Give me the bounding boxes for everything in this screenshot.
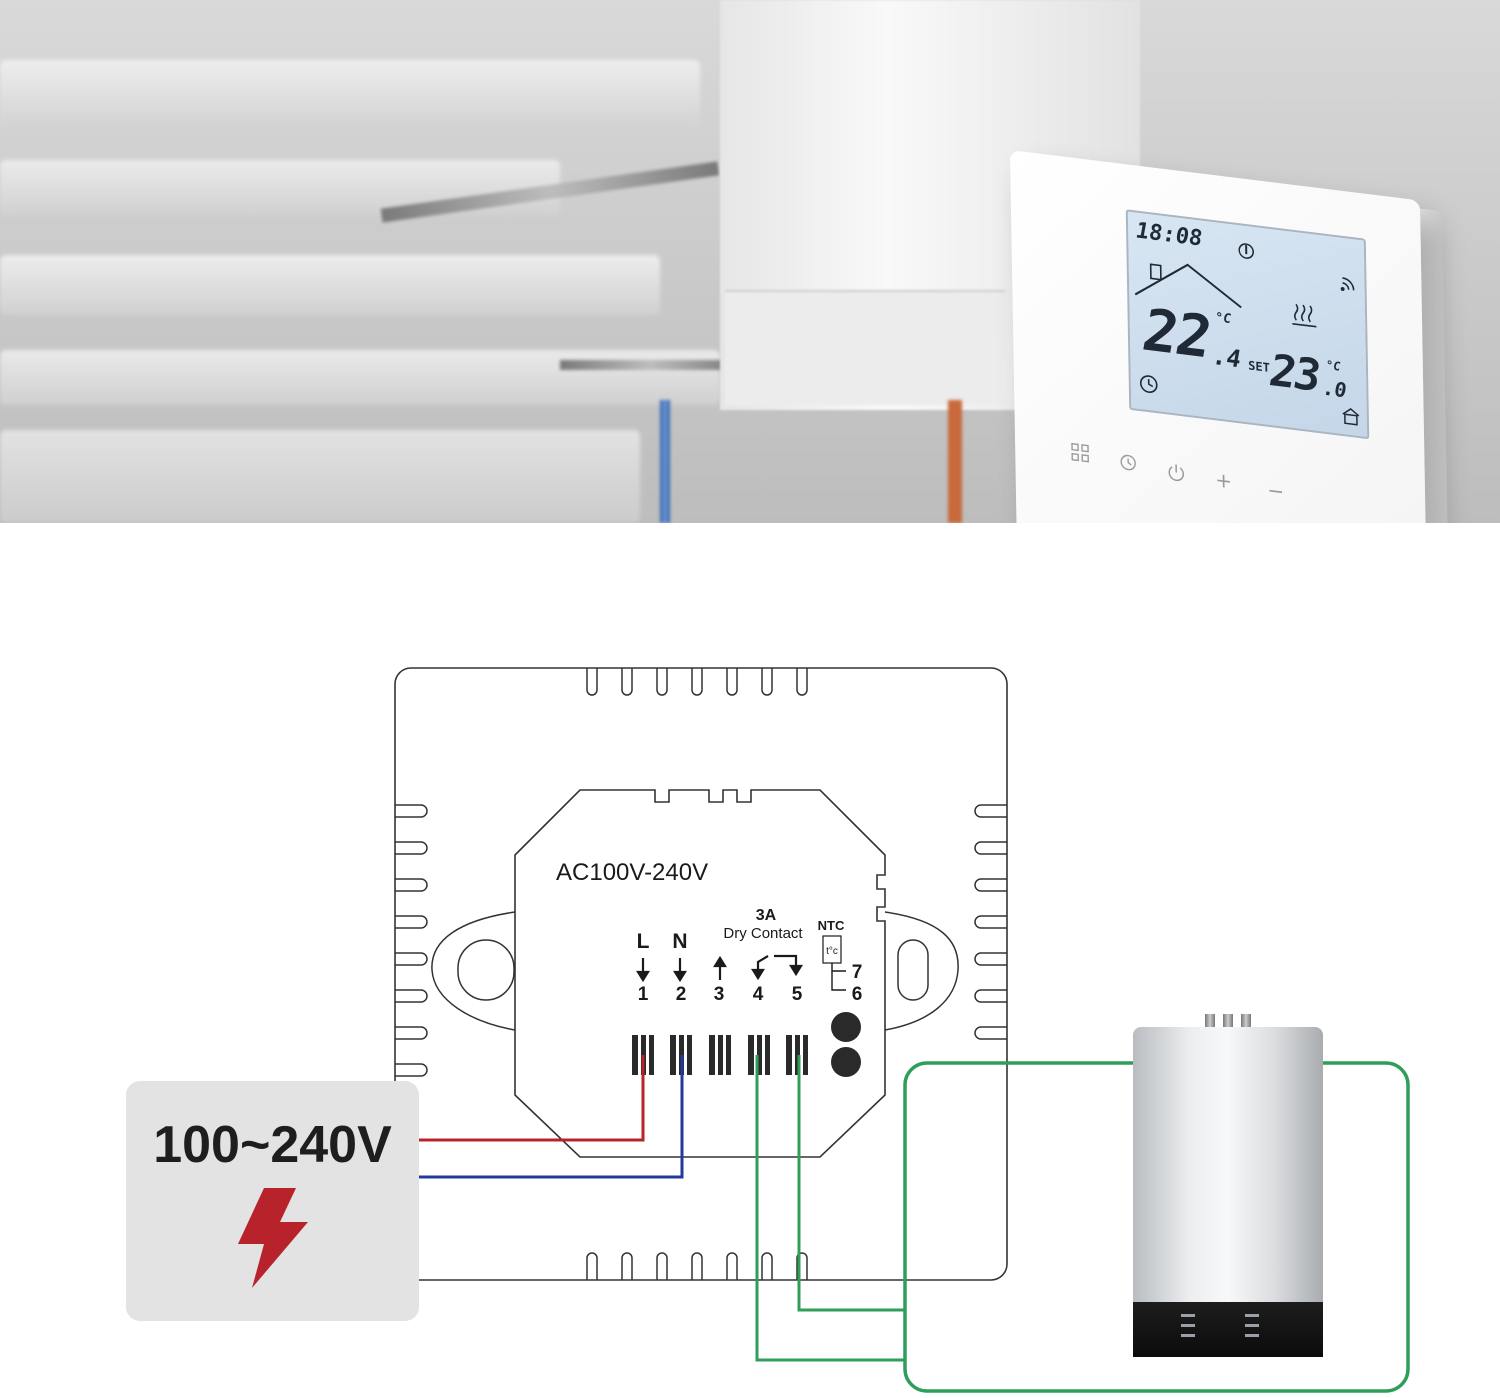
bottom-vent-slots [586,1252,808,1280]
live-wire [419,1055,645,1142]
power-voltage-label: 100~240V [153,1116,392,1174]
room-temperature: 22 [1143,295,1211,372]
mounting-ears [431,911,959,1031]
terminal-number-2: 2 [676,984,687,1005]
boiler-control-base [1133,1302,1323,1357]
boiler-control-panel [725,290,1005,405]
shelf [0,430,640,523]
boiler-pipe [1223,1014,1233,1030]
terminal-numbers: 1 2 3 4 5 7 6 [638,962,863,1005]
minus-button[interactable]: − [1267,477,1285,504]
boiler-room-photo: 18:08 [0,0,1500,523]
terminal-number-7: 7 [852,962,863,983]
set-temperature-unit: °C [1325,357,1341,374]
ntc-label: NTC [818,918,845,933]
ntc-sensor-text: t°c [826,946,838,957]
clock-icon[interactable] [1119,452,1137,472]
boiler-pipe [1241,1014,1251,1030]
blue-pipe [660,400,670,523]
room-temperature-decimal: .4 [1211,341,1242,374]
clock-readout: 18:08 [1135,218,1203,252]
schedule-clock-icon [1139,375,1158,393]
terminal-number-6: 6 [852,984,863,1005]
copper-pipe [948,400,962,523]
gas-boiler [1133,1014,1323,1357]
neutral-wire [419,1055,684,1179]
set-temperature-decimal: .0 [1322,375,1347,403]
room-temperature-unit: °C [1215,310,1232,328]
right-vent-slots [974,804,1007,1040]
terminal-number-3: 3 [714,984,725,1005]
ntc-sensor-symbol [822,935,842,964]
thermostat-device: 18:08 [1010,150,1449,523]
terminal-number-1: 1 [638,984,649,1005]
back-plate-outline [394,667,1008,1281]
lightning-bolt-icon [238,1188,308,1288]
heating-icon [1292,303,1317,328]
boiler-casing [1133,1027,1323,1302]
boiler-pipe [1205,1014,1215,1030]
terminal-letter-n: N [672,930,687,953]
pipe [560,360,740,370]
supply-rating-label: AC100V-240V [556,859,708,886]
thermometer-icon [1238,243,1254,259]
shelf [0,60,700,130]
top-vent-slots [586,668,808,696]
relay-type-label: Dry Contact [723,925,803,942]
boiler-wire-4 [755,1055,905,1362]
terminal-arrows [636,954,846,991]
plus-button[interactable]: + [1215,467,1233,494]
lcd-display: 18:08 [1125,209,1370,440]
wifi-icon [1340,277,1355,291]
terminal-letter-l: L [637,930,650,953]
power-icon[interactable] [1167,462,1185,482]
shelf [0,350,720,405]
thermostat-face: 18:08 [1010,150,1427,523]
terminal-number-4: 4 [753,984,764,1005]
relay-module [514,789,886,1158]
menu-grid-icon[interactable] [1071,442,1089,463]
boiler-wire-5 [797,1055,905,1312]
screw-terminals [632,1012,861,1077]
set-temperature: 23 [1269,345,1320,403]
relay-rating-label: 3A [756,907,777,924]
home-mode-icon [1342,408,1360,426]
left-vent-slots [395,804,428,1077]
shelf [0,255,660,315]
terminal-number-5: 5 [792,984,803,1005]
set-label: SET [1248,358,1271,376]
